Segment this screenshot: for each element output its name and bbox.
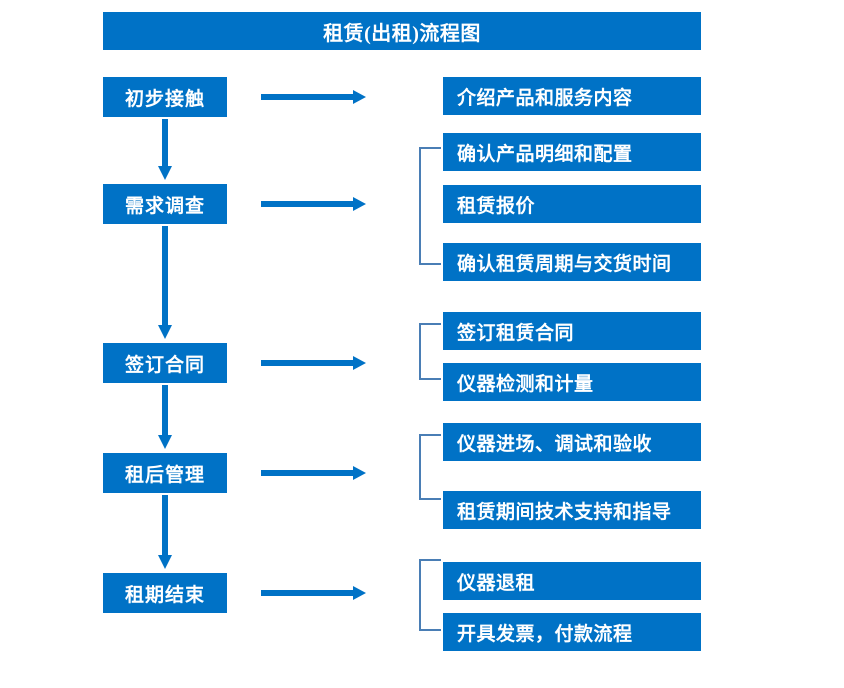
detail-box-invoice-payment[interactable]: 开具发票，付款流程 [443,613,701,651]
arrow-right-2 [261,193,367,215]
stage-box-initial-contact[interactable]: 初步接触 [103,77,227,117]
page-title: 租赁(出租)流程图 [103,12,701,50]
detail-box-confirm-period[interactable]: 确认租赁周期与交货时间 [443,243,701,281]
stage-box-needs-survey[interactable]: 需求调查 [103,184,227,224]
bracket-group-post-rent-mgmt [419,434,441,500]
arrow-right-3 [261,352,367,374]
stage-box-lease-end[interactable]: 租期结束 [103,573,227,613]
bracket-group-needs-survey [419,147,441,265]
arrow-down-2 [154,226,176,340]
arrow-down-4 [154,495,176,570]
detail-box-intro-products[interactable]: 介绍产品和服务内容 [443,77,701,115]
stage-box-post-rent-mgmt[interactable]: 租后管理 [103,453,227,493]
arrow-down-3 [154,385,176,450]
detail-box-instrument-return[interactable]: 仪器退租 [443,562,701,600]
arrow-right-5 [261,582,367,604]
detail-box-rental-quote[interactable]: 租赁报价 [443,185,701,223]
detail-box-instrument-test[interactable]: 仪器检测和计量 [443,363,701,401]
detail-box-instrument-onsite[interactable]: 仪器进场、调试和验收 [443,423,701,461]
detail-box-sign-rental-contract[interactable]: 签订租赁合同 [443,312,701,350]
detail-box-confirm-spec[interactable]: 确认产品明细和配置 [443,133,701,171]
arrow-right-4 [261,462,367,484]
arrow-right-1 [261,86,367,108]
detail-box-tech-support[interactable]: 租赁期间技术支持和指导 [443,491,701,529]
stage-box-sign-contract[interactable]: 签订合同 [103,343,227,383]
arrow-down-1 [154,119,176,181]
bracket-group-lease-end [419,559,441,631]
bracket-group-sign-contract [419,323,441,380]
